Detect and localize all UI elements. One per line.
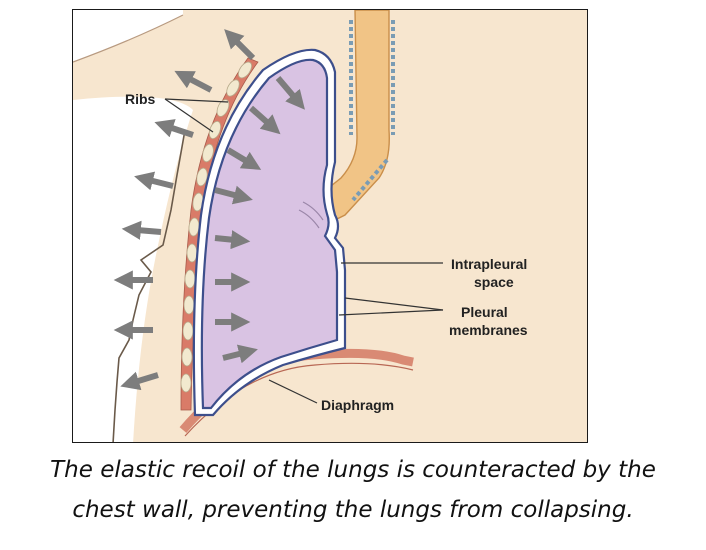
lung-illustration xyxy=(73,10,587,442)
figure-caption: The elastic recoil of the lungs is count… xyxy=(0,450,706,530)
intrapleural-space-label: Intrapleural space xyxy=(451,255,527,291)
leader-lines xyxy=(164,98,444,404)
intrapleural-label-line2: space xyxy=(474,274,514,290)
airway-cells xyxy=(349,20,395,135)
airway-cells-lower xyxy=(351,158,389,202)
lung-diagram: Ribs Intrapleural space Pleural membrane… xyxy=(72,9,588,443)
chest-wall-arrows xyxy=(113,29,256,391)
diaphragm-label: Diaphragm xyxy=(321,397,395,413)
recoil-arrows xyxy=(214,76,305,364)
caption-line-1: The elastic recoil of the lungs is count… xyxy=(50,457,656,483)
pleural-label-line2: membranes xyxy=(449,322,528,338)
airway xyxy=(330,10,390,224)
rib-cartilage-segments xyxy=(180,61,252,393)
intrapleural-label-line1: Intrapleural xyxy=(451,256,528,272)
pleural-membranes-label: Pleural membranes xyxy=(449,303,528,339)
pleural-label-line1: Pleural xyxy=(461,304,508,320)
chest-outline xyxy=(73,14,184,63)
caption-line-2: chest wall, preventing the lungs from co… xyxy=(72,497,634,523)
chest-wall-line xyxy=(112,129,186,442)
lung-hilum-detail xyxy=(298,201,324,229)
ribs-label: Ribs xyxy=(125,91,156,107)
